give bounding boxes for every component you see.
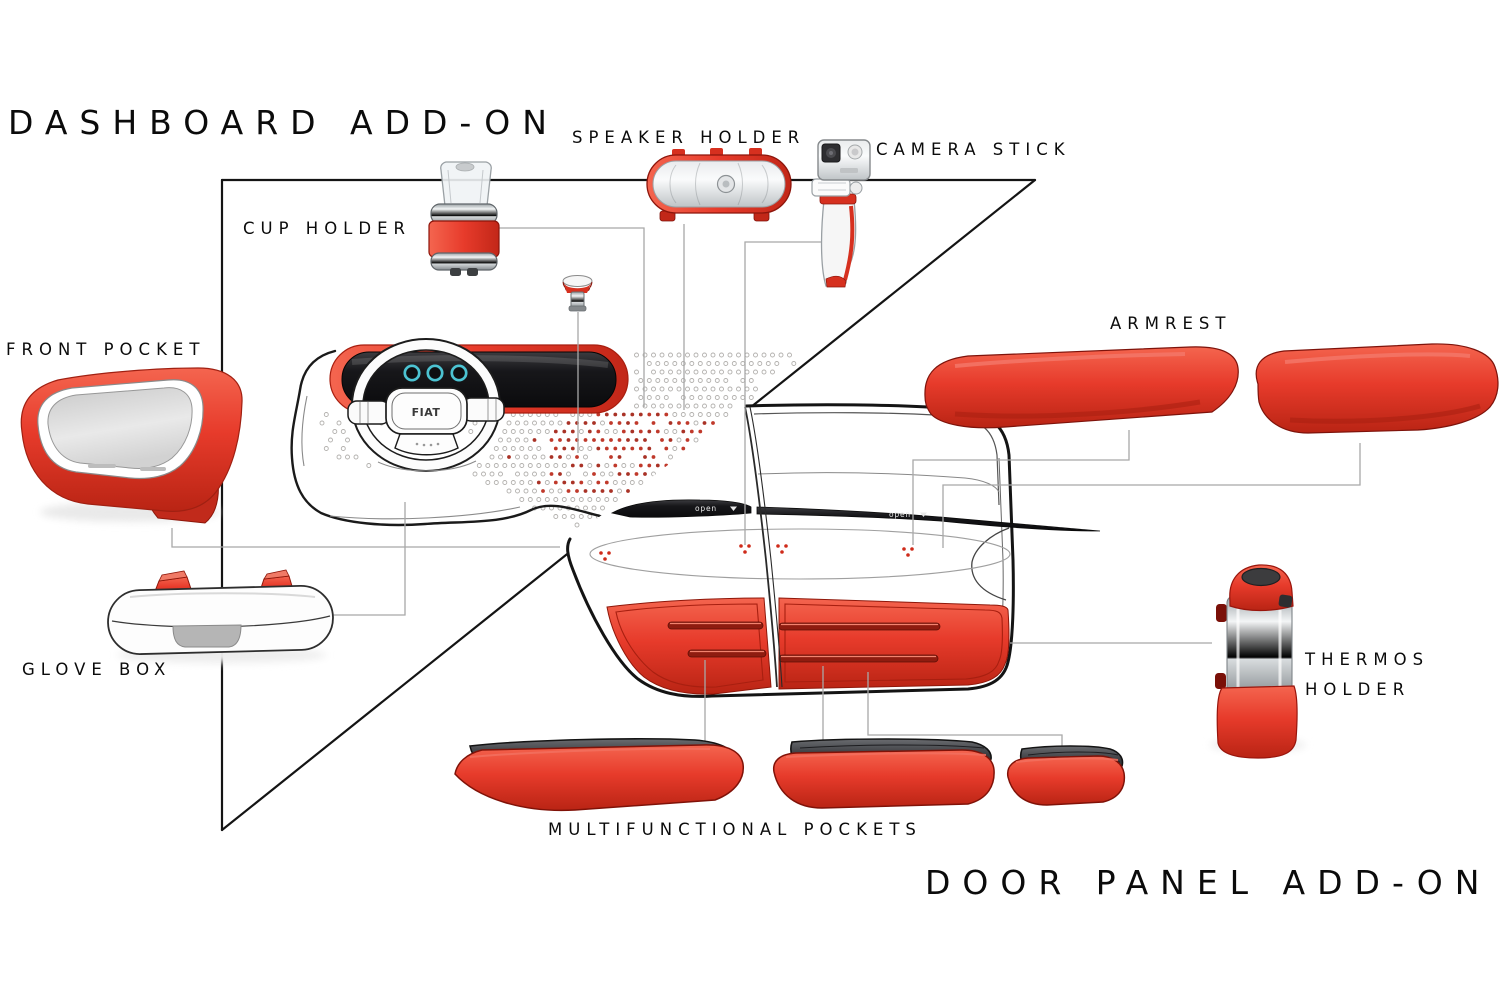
thermos-holder-label-line1: THERMOS <box>1305 650 1430 669</box>
connector-camera <box>744 241 822 545</box>
dashboard-outline <box>290 349 614 527</box>
door-seam <box>744 406 778 688</box>
mount-point-markers <box>599 544 914 561</box>
gauge-rings <box>403 364 468 382</box>
steering-wheel: FIAT <box>347 338 505 472</box>
multifunctional-pockets-label: MULTIFUNCTIONAL POCKETS <box>548 820 922 839</box>
thermos-object <box>1210 564 1306 759</box>
connector-armrest-right <box>942 443 1361 548</box>
speaker-holder-label: SPEAKER HOLDER <box>572 128 806 147</box>
open-arrow-left-icon <box>730 506 737 511</box>
cup-holder-label: CUP HOLDER <box>243 219 411 238</box>
door-panel-addon-title: DOOR PANEL ADD-ON <box>925 863 1492 902</box>
connector-armrest-left <box>912 430 1130 545</box>
door-open-strip: open open <box>610 499 1101 532</box>
open-arrow-right-icon <box>920 512 927 517</box>
connector-front-pocket <box>171 528 560 548</box>
cup-holder-object <box>428 161 500 276</box>
halftone-texture <box>319 352 797 528</box>
mount-ellipse <box>589 528 1011 580</box>
connector-cup-holder <box>497 227 645 407</box>
armrest-right-piece <box>1255 343 1499 434</box>
open-label-left: open <box>695 504 717 513</box>
front-pocket-label: FRONT POCKET <box>6 340 206 359</box>
door-red-section <box>606 597 1010 695</box>
door-handle-recess <box>971 527 1010 601</box>
pocket-2 <box>772 738 995 809</box>
thermos-holder-label-line2: HOLDER <box>1305 680 1411 699</box>
glove-box-object <box>107 569 334 663</box>
dashboard-sketch: FIAT <box>290 338 830 528</box>
connector-lines <box>171 224 1361 754</box>
pocket-3 <box>1006 745 1126 806</box>
front-pocket-object <box>20 367 243 524</box>
camera-stick-label: CAMERA STICK <box>876 140 1071 159</box>
thermos-holder-label: THERMOS HOLDER <box>1305 645 1429 705</box>
armrest-label: ARMREST <box>1110 314 1232 333</box>
fiat-logo: FIAT <box>412 406 441 419</box>
multifunctional-pockets-object <box>454 738 1126 812</box>
speaker-object <box>646 148 792 222</box>
glove-box-label: GLOVE BOX <box>22 660 172 679</box>
mount-pin-object <box>562 275 593 312</box>
camera-stick-object <box>811 139 871 288</box>
connector-glove-box <box>333 502 406 616</box>
dashboard-addon-title: DASHBOARD ADD-ON <box>8 103 559 142</box>
door-pocket-slots <box>667 621 941 663</box>
pocket-1 <box>454 738 744 812</box>
armrest-object <box>924 343 1499 434</box>
connector-pocket-3 <box>867 672 1063 754</box>
open-label-right: open <box>889 510 911 519</box>
